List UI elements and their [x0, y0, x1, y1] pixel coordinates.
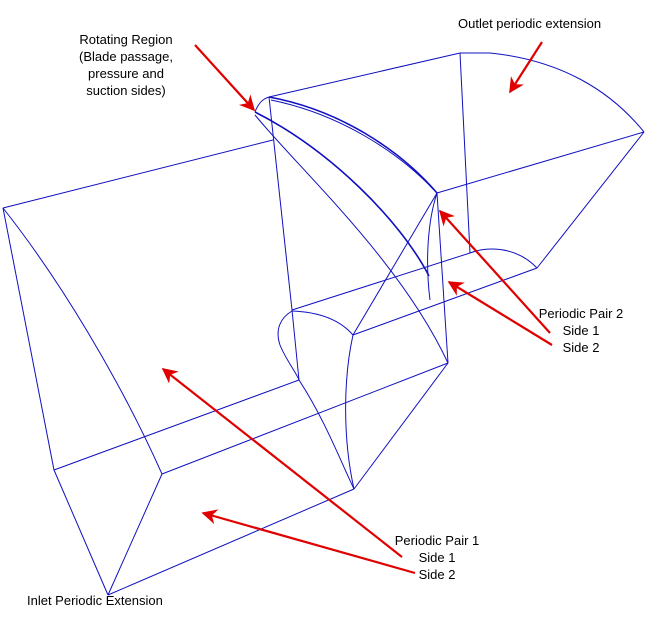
label-side1: Side 1: [418, 550, 456, 565]
label-periodic-pair-1: Periodic Pair 1 Side 1 Side 2: [377, 532, 497, 583]
label-side1: Side 1: [562, 323, 600, 338]
label-title: Periodic Pair 2: [538, 306, 624, 321]
label-outlet: Outlet periodic extension: [458, 16, 602, 31]
label-line: suction sides): [86, 83, 166, 98]
label-title: Periodic Pair 1: [394, 533, 480, 548]
outlet-extension-wireframe: [268, 52, 645, 336]
arrow-outlet: [509, 41, 543, 94]
annotation-arrows: [161, 41, 553, 575]
label-line: Rotating Region: [79, 32, 173, 47]
label-side2: Side 2: [562, 340, 600, 355]
label-line: pressure and: [88, 66, 164, 81]
label-inlet: Inlet Periodic Extension: [27, 593, 163, 608]
label-periodic-pair-2: Periodic Pair 2 Side 1 Side 2: [521, 305, 641, 356]
arrow-pp2-side2: [447, 281, 553, 346]
rotating-region-wireframe: [254, 96, 449, 490]
label-side2: Side 2: [418, 567, 456, 582]
label-line: (Blade passage,: [79, 49, 173, 64]
arrow-rotating-region: [194, 44, 256, 112]
arrow-pp1-side1: [161, 368, 403, 558]
label-rotating-region: Rotating Region (Blade passage, pressure…: [66, 31, 186, 99]
inlet-extension-wireframe: [2, 139, 449, 596]
arrow-pp1-side2: [201, 509, 416, 575]
arrow-pp2-side1: [438, 209, 551, 334]
